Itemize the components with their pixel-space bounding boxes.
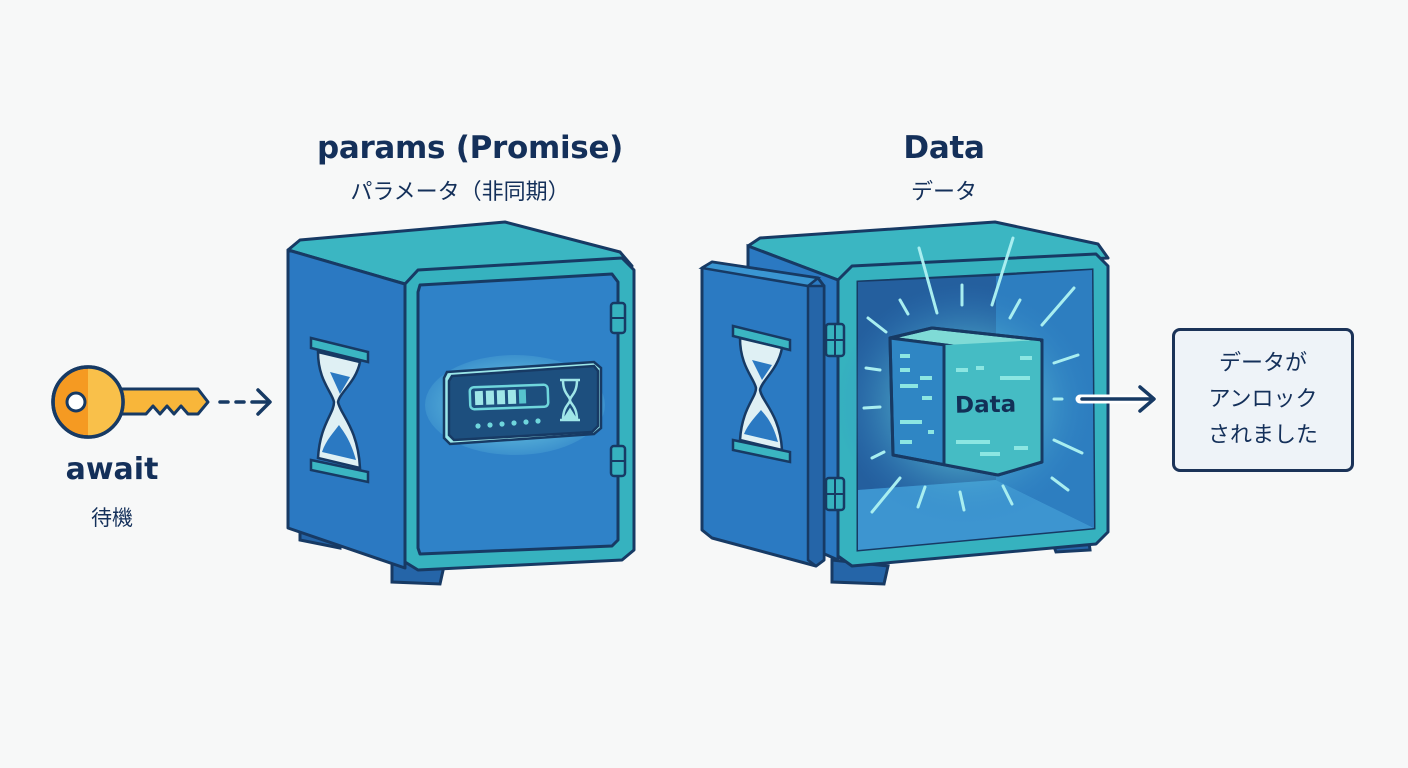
data-cube [888, 326, 1044, 477]
unlocked-message-box: データが アンロック されました [1172, 328, 1354, 472]
cube-label: Data [954, 391, 1017, 419]
keypad-panel [425, 355, 605, 455]
dashed-arrow-icon [218, 388, 272, 416]
hourglass-icon [309, 336, 370, 484]
hourglass-icon [560, 378, 580, 422]
key-icon [51, 365, 210, 439]
open-safe [698, 220, 1110, 586]
glow-rays-icon [862, 236, 1084, 514]
message-line: されました [1207, 423, 1318, 448]
arrow-right-icon [1075, 385, 1157, 413]
open-safe-title: Data [903, 130, 985, 166]
locked-safe-title: params (Promise) [316, 130, 624, 166]
locked-safe-subtitle: パラメータ（非同期） [350, 180, 570, 205]
message-line: データが [1218, 351, 1307, 376]
open-safe-subtitle: データ [910, 180, 977, 205]
hourglass-icon [731, 324, 792, 464]
await-label: await [65, 452, 159, 487]
message-line: アンロック [1208, 387, 1318, 412]
locked-safe [286, 220, 636, 586]
await-label-ja: 待機 [91, 506, 133, 530]
